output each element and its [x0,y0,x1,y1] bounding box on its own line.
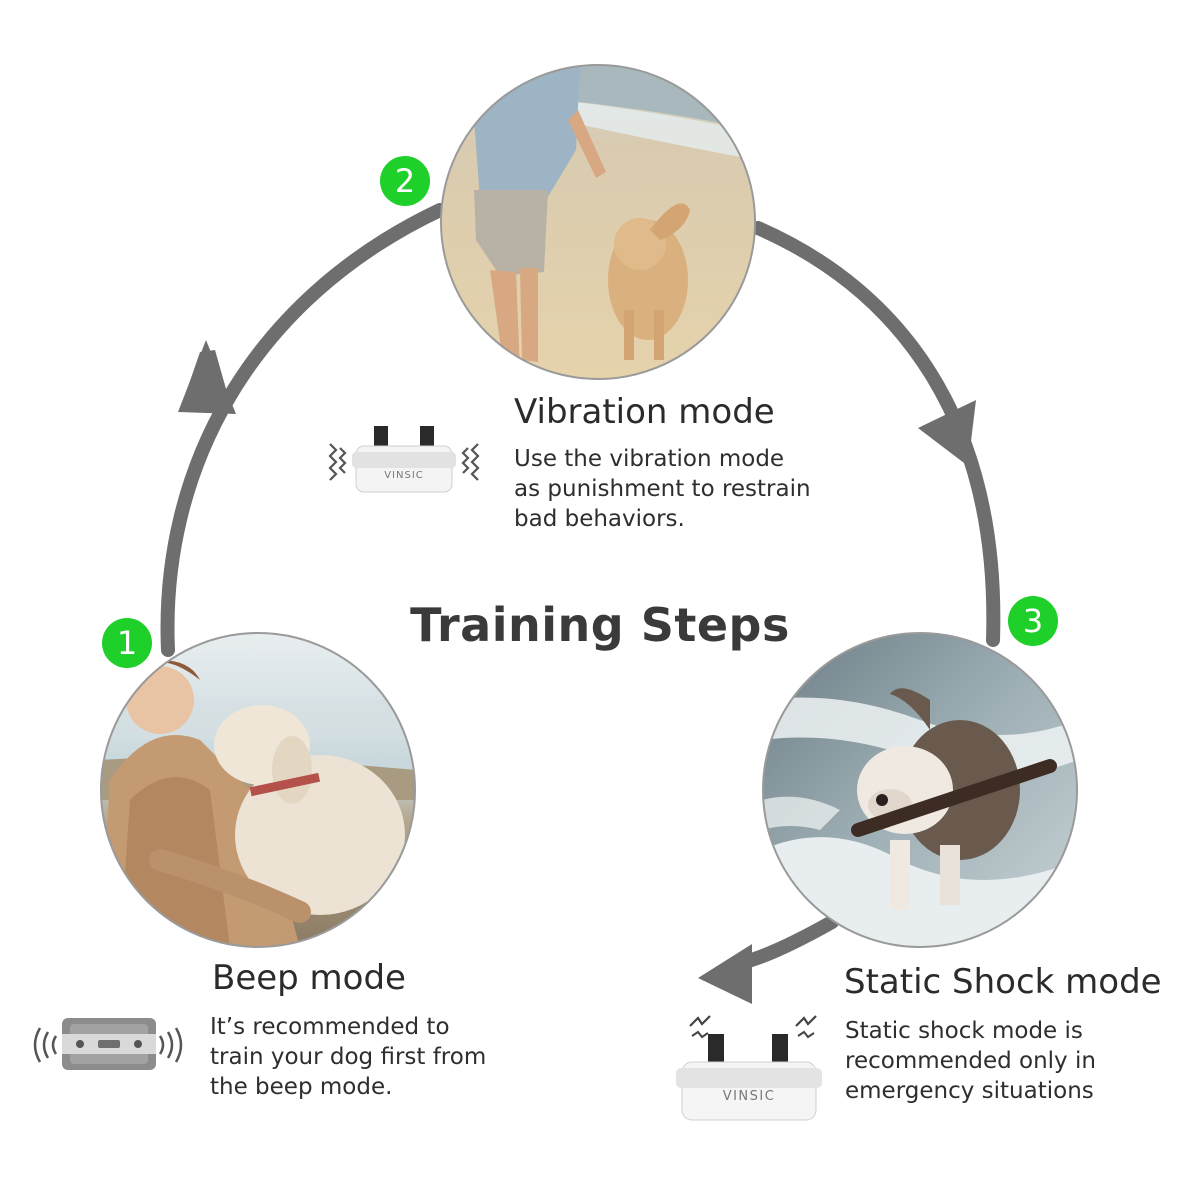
step-2-badge: 2 [380,156,430,206]
step-2-mode-title: Vibration mode [514,392,775,432]
step-1-badge: 1 [102,618,152,668]
photo-static-shock-mode [763,633,1077,947]
step-1-description-line: train your dog first from [210,1044,487,1070]
step-3-badge: 3 [1008,596,1058,646]
step-2-description-line: bad behaviors. [514,506,685,532]
step-2-description-line: Use the vibration mode [514,446,785,472]
arc-step3-out [738,915,839,969]
arc-step1-to-step2 [160,203,447,657]
step-3-description-line: recommended only in [845,1048,1096,1074]
step-3-description: Static shock mode is recommended only in… [845,1016,1096,1106]
shock-collar-icon: VINSIC [676,1015,822,1121]
vibration-collar-icon: VINSIC [328,426,480,493]
step-2-description-line: as punishment to restrain [514,476,811,502]
brand-label-shock: VINSIC [723,1089,776,1104]
step-3-description-line: emergency situations [845,1078,1094,1104]
arc-step2-to-step3 [751,221,1001,647]
arrowhead-left-icon [698,944,752,1004]
step-3-mode-title: Static Shock mode [844,962,1162,1002]
beep-collar-icon [33,1018,183,1070]
brand-label-vibration: VINSIC [384,470,424,481]
diagram-title: Training Steps [410,598,790,652]
step-2-description: Use the vibration mode as punishment to … [514,444,811,534]
step-1-description-line: It’s recommended to [210,1014,450,1040]
step-3-description-line: Static shock mode is [845,1018,1083,1044]
step-1-mode-title: Beep mode [212,958,406,998]
step-1-description-line: the beep mode. [210,1074,393,1100]
photo-vibration-mode [441,65,755,379]
photo-beep-mode [101,633,415,947]
step-1-description: It’s recommended to train your dog first… [210,1012,486,1102]
arrowhead-down-icon [918,400,976,466]
